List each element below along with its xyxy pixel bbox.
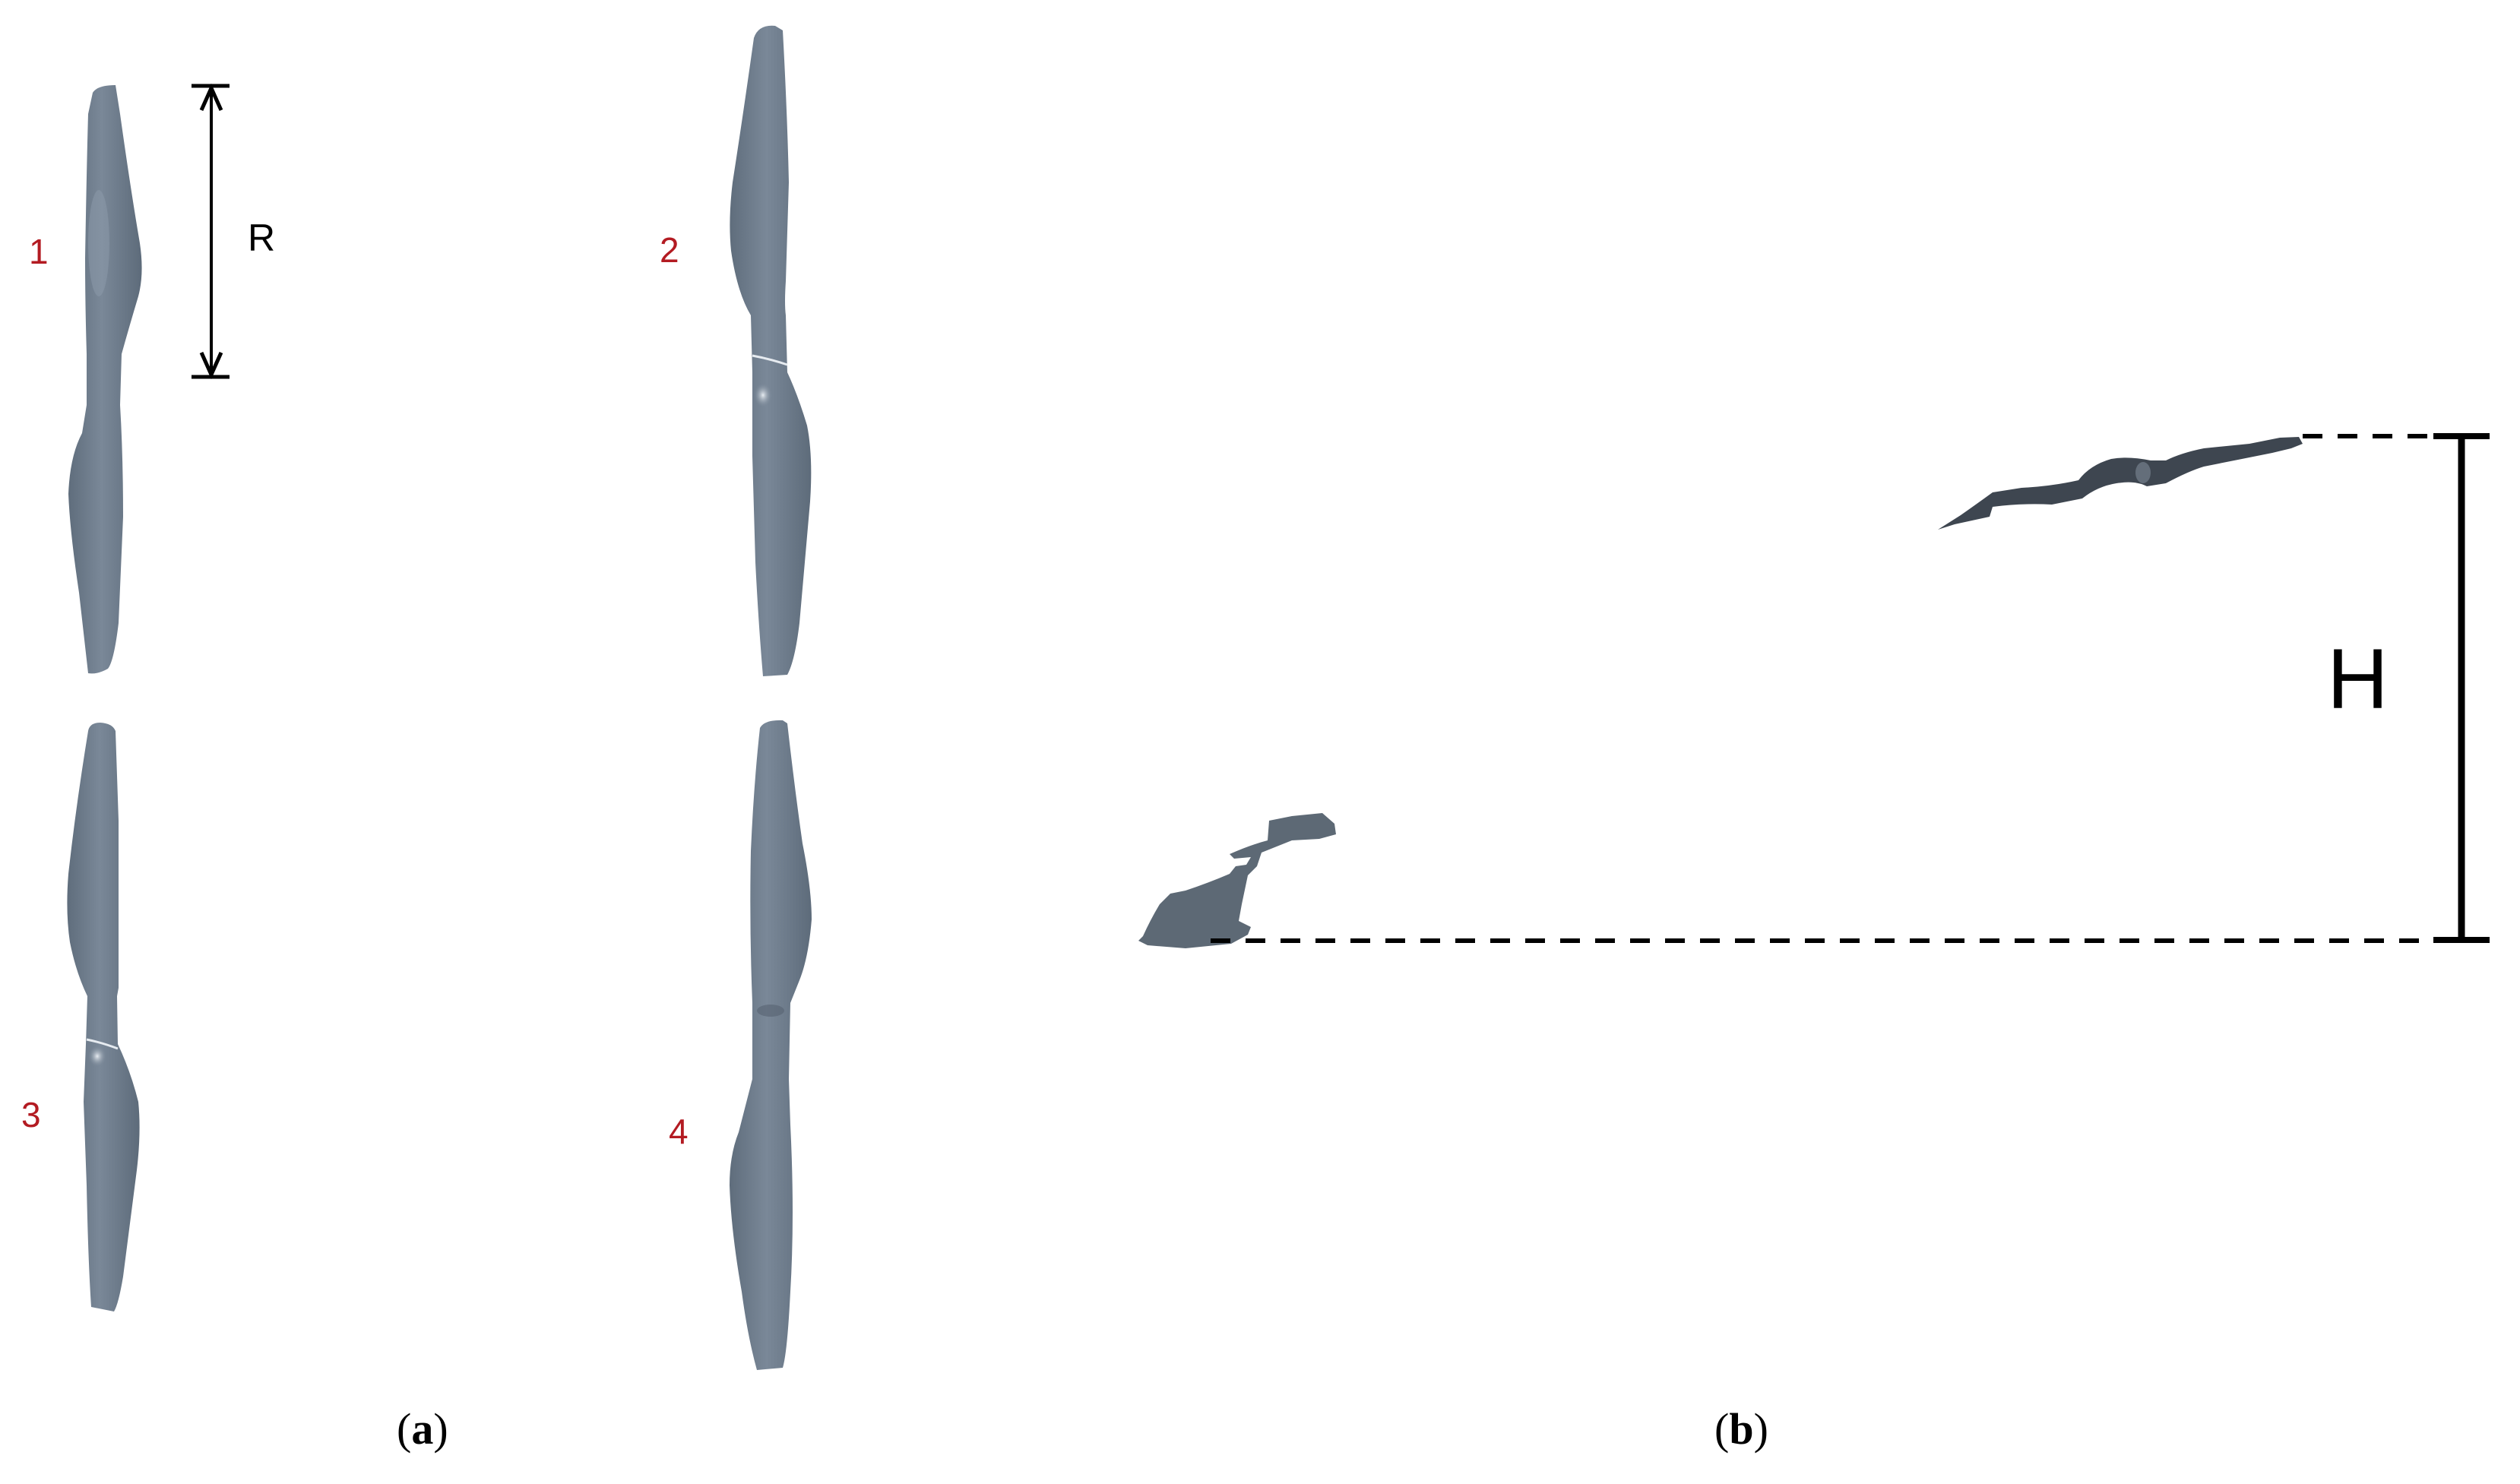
h-dimension-label: H [2327, 631, 2389, 726]
propeller-side-view-lower [1138, 813, 1336, 948]
propeller-label-4: 4 [669, 1112, 689, 1151]
h-dimension-bar [2433, 433, 2490, 943]
caption-b: (b) [1714, 1404, 1768, 1454]
propeller-1 [68, 85, 142, 674]
r-dimension-arrow [192, 83, 230, 380]
propeller-3 [67, 723, 140, 1312]
propeller-label-1: 1 [29, 232, 49, 271]
r-dimension-label: R [248, 217, 276, 259]
propeller-label-2: 2 [660, 230, 679, 270]
propeller-2 [730, 25, 812, 677]
propeller-side-view-upper [1938, 437, 2303, 530]
propeller-4 [730, 720, 812, 1370]
caption-a: (a) [397, 1404, 448, 1454]
propeller-label-3: 3 [21, 1095, 41, 1134]
